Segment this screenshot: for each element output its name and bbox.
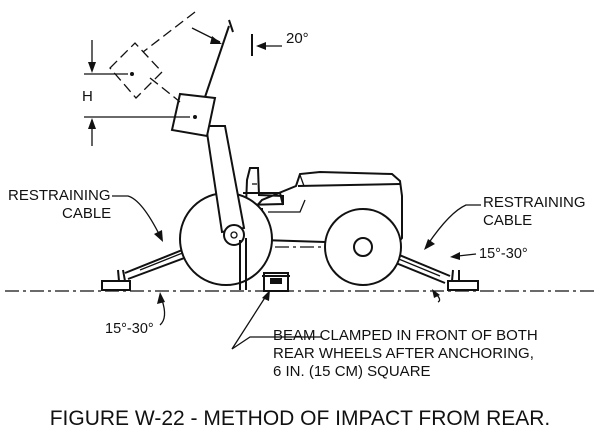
beam-note-line2: REAR WHEELS AFTER ANCHORING, (273, 345, 534, 362)
right-cable-label-line1: RESTRAINING (483, 194, 586, 211)
right-cable-leader (424, 204, 481, 250)
height-dimension (84, 40, 190, 146)
pendulum-raised-position (109, 11, 196, 103)
front-wheel (324, 208, 402, 286)
left-cable-leader (112, 195, 163, 242)
pendulum-impact-position (170, 25, 230, 138)
beam-clamp (262, 272, 290, 292)
beam-note-line1: BEAM CLAMPED IN FRONT OF BOTH (273, 327, 538, 344)
height-label: H (82, 88, 93, 105)
left-cable-label-line1: RESTRAINING (8, 187, 111, 204)
figure-caption: FIGURE W-22 - METHOD OF IMPACT FROM REAR… (50, 407, 551, 430)
tractor (179, 125, 403, 290)
right-cable-label-line2: CABLE (483, 212, 532, 229)
right-angle-arrow (450, 252, 477, 260)
left-cable-label-line2: CABLE (62, 205, 111, 222)
right-lower-arrow (432, 289, 441, 303)
angle-20-dimension (191, 19, 282, 56)
left-angle-arrow (157, 292, 166, 326)
angle-20-label: 20° (286, 30, 309, 47)
left-anchor (101, 269, 131, 291)
right-angle-range-label: 15°-30° (479, 246, 528, 262)
right-anchor (447, 269, 479, 291)
beam-note-leader (231, 290, 322, 350)
beam-note-line3: 6 IN. (15 CM) SQUARE (273, 363, 431, 380)
left-angle-range-label: 15°-30° (105, 321, 154, 337)
